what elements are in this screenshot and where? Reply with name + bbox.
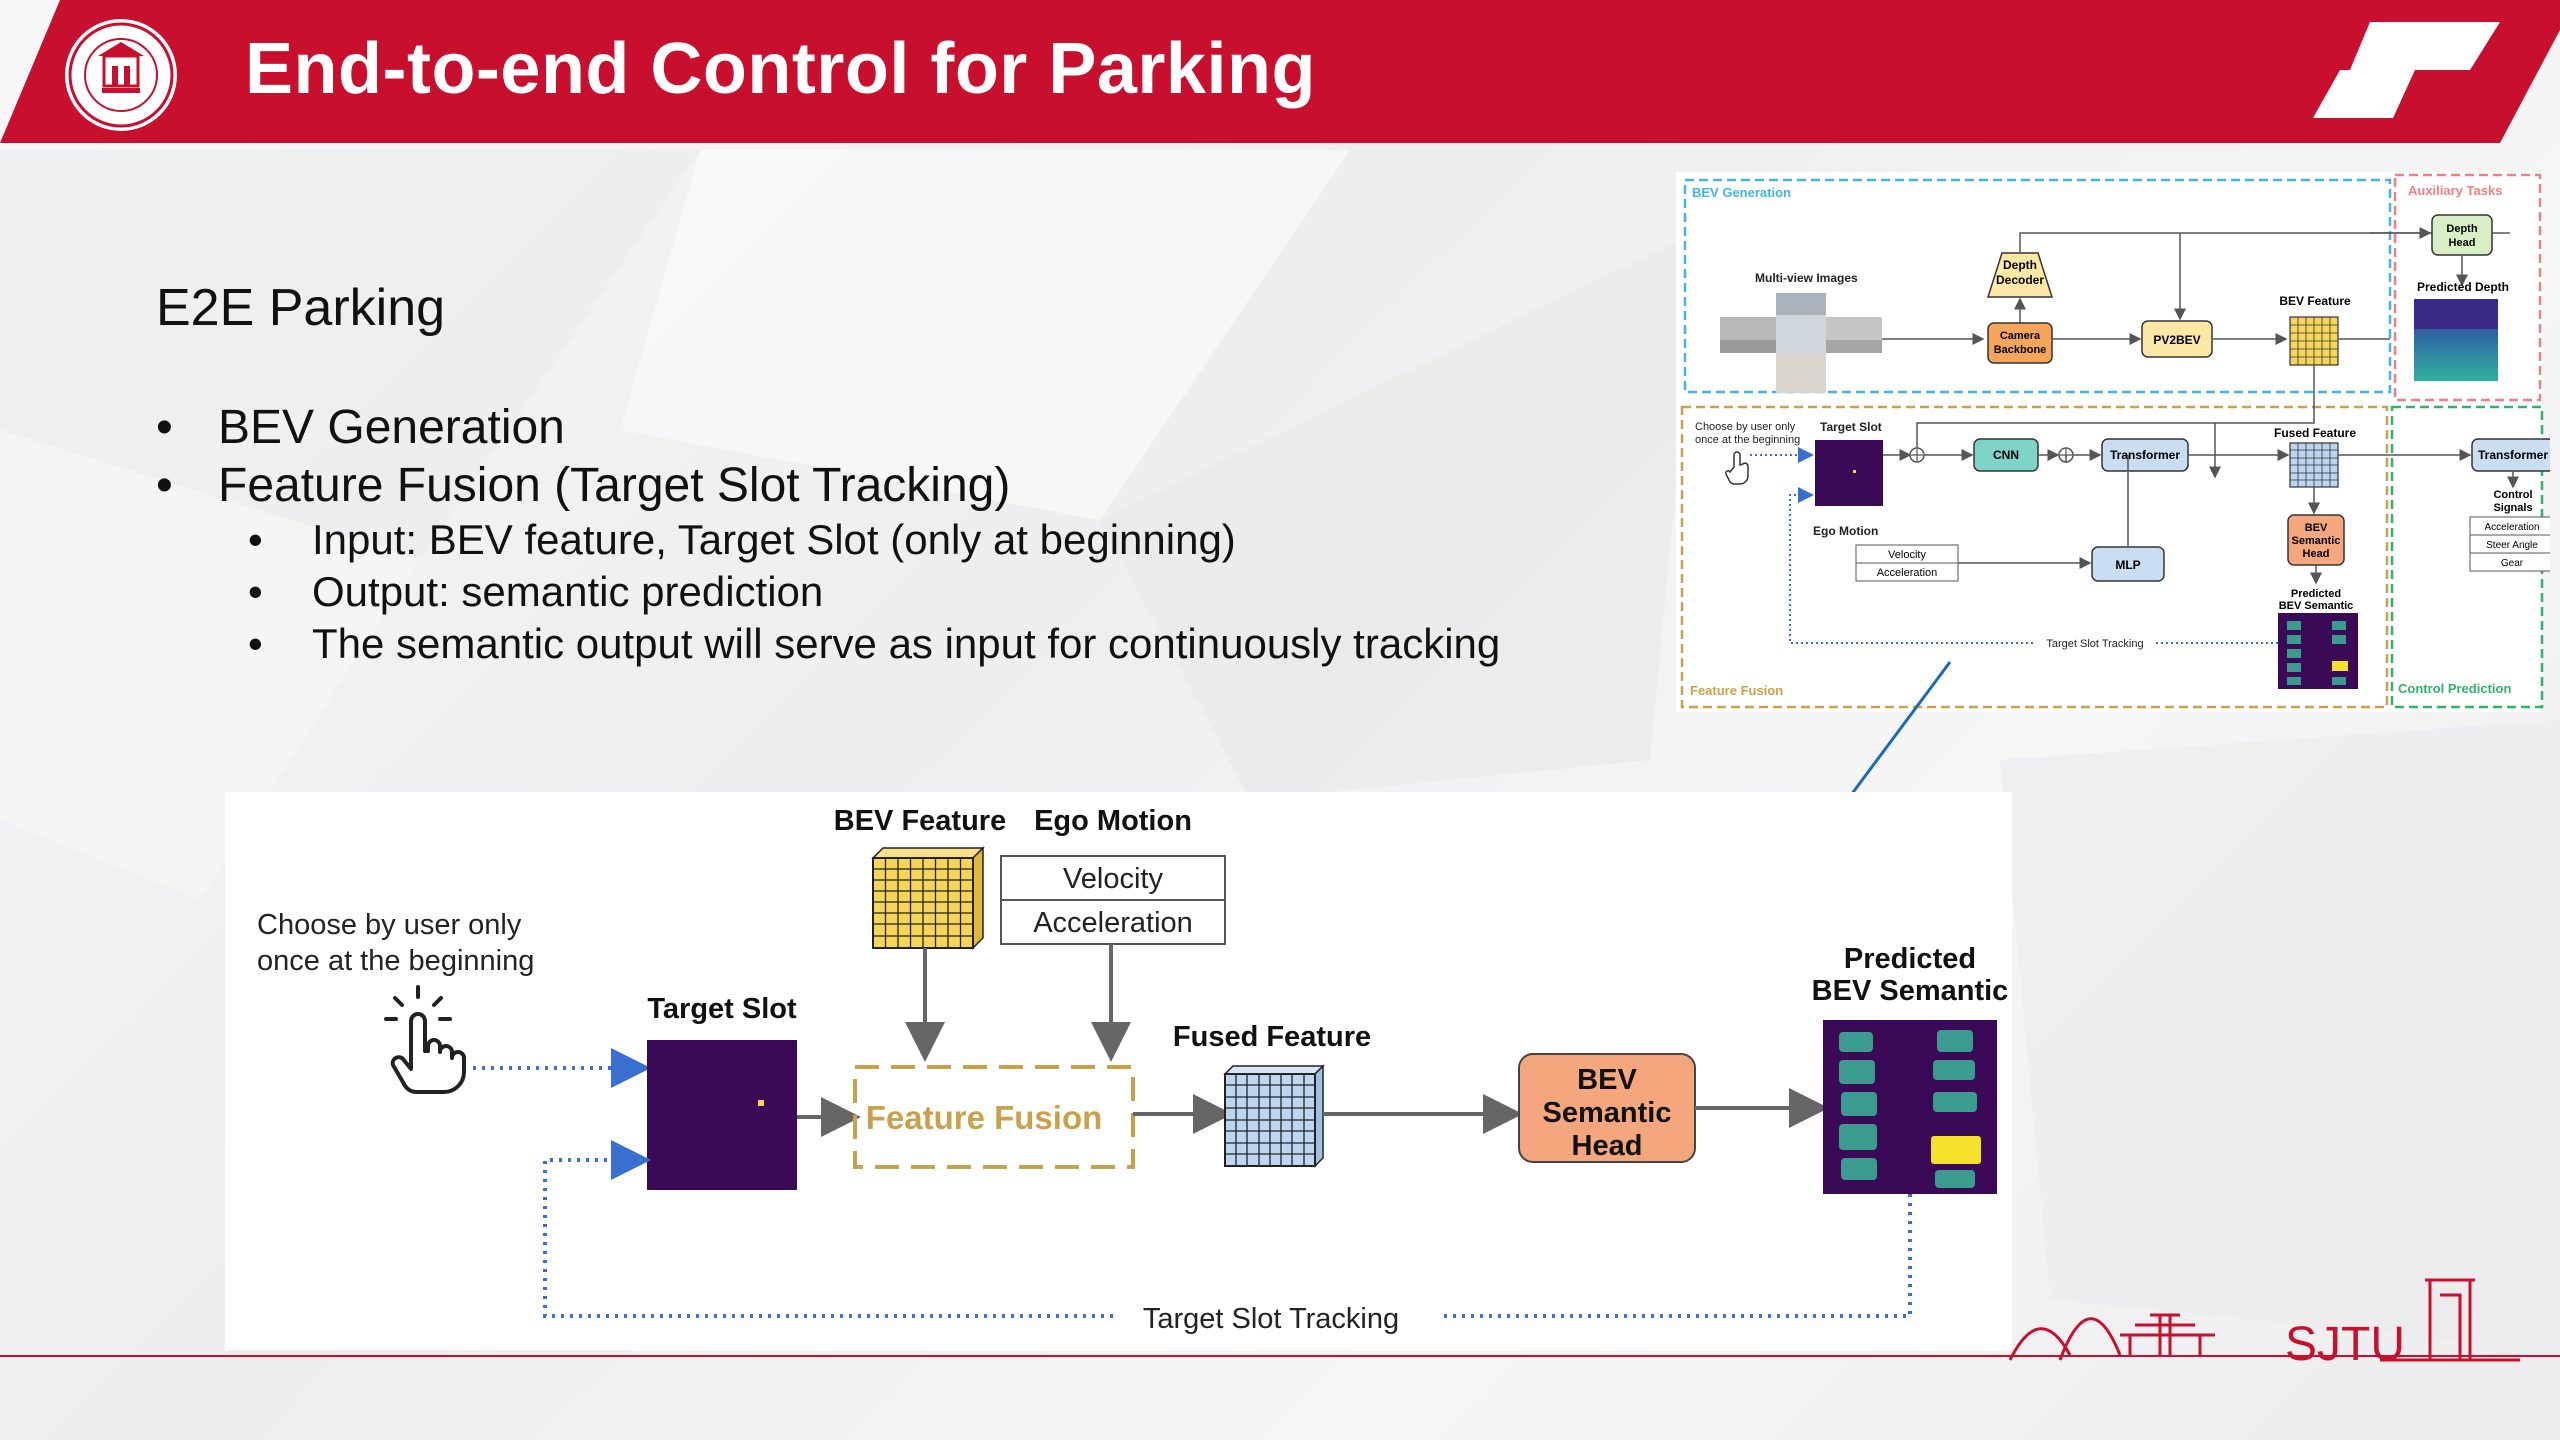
predicted-bev-semantic-label: Predicted [1844,943,1976,975]
bev-feature-label: BEV Feature [2279,294,2351,308]
depth-decoder-label: Depth [2003,258,2037,272]
predicted-bev-semantic-map [2278,613,2358,689]
overview-diagram: BEV Generation Auxiliary Tasks Feature F… [1680,173,2550,709]
bev-semantic-head-label: Head [2303,548,2330,560]
footer-line [0,1355,2560,1357]
auxiliary-tasks-frame [2393,173,2542,402]
hand-pointer-icon [384,985,466,1094]
detail-diagram: Choose by user only once at the beginnin… [257,805,2009,1335]
bev-feature-label: BEV Feature [834,805,1006,837]
control-signal-item: Acceleration [2484,522,2539,533]
header-bar [0,0,2560,143]
bev-semantic-head-label: BEV [2305,522,2328,534]
target-slot-map [1815,440,1883,506]
acceleration-cell [1000,899,1226,945]
camera-backbone-label: Camera [2000,330,2041,342]
camera-backbone-box [1987,322,2053,364]
transformer-label: Transformer [2110,448,2180,462]
control-signals-label: Signals [2493,502,2532,514]
pv2bev-label: PV2BEV [2153,333,2200,347]
university-seal-icon [65,19,177,131]
sjtu-gate-sketch-icon: SJTU [2008,1278,2520,1370]
depth-head-label: Depth [2446,223,2477,235]
bev-feature-grid-icon [2289,316,2339,366]
auxiliary-tasks-label: Auxiliary Tasks [2408,183,2502,198]
control-transformer-label: Transformer [2478,448,2548,462]
velocity-label: Velocity [1063,863,1163,895]
choose-note: once at the beginning [257,945,534,977]
target-slot-label: Target Slot [647,993,797,1025]
control-signal-item: Gear [2501,558,2524,569]
feature-fusion-box [853,1065,1135,1169]
bullet-item: Feature Fusion (Target Slot Tracking) [156,458,1656,516]
fused-feature-grid-icon [1223,1064,1325,1168]
depth-decoder-label: Decoder [1996,273,2044,287]
target-slot-label: Target Slot [1820,420,1882,434]
depth-head-box [2431,214,2493,256]
feature-fusion-frame [1680,405,2389,709]
bev-generation-label: BEV Generation [1692,185,1791,200]
sub-bullet-item: The semantic output will serve as input … [156,620,1656,672]
sub-bullet-item: Input: BEV feature, Target Slot (only at… [156,516,1656,568]
depth-decoder-box [1986,252,2054,298]
section-subtitle: E2E Parking [156,279,446,337]
velocity-label: Velocity [1888,549,1926,561]
bullet-list: BEV Generation Feature Fusion (Target Sl… [156,400,1656,672]
bev-feature-grid-icon [871,846,985,950]
control-signals-label: Control [2493,489,2532,501]
fused-feature-label: Fused Feature [2274,426,2356,440]
predicted-depth-map-icon [2414,299,2498,381]
target-slot-tracking-label: Target Slot Tracking [2046,638,2143,650]
multi-view-images-label: Multi-view Images [1755,271,1858,285]
acceleration-label: Acceleration [1033,907,1193,939]
bev-semantic-head-label: Semantic [1543,1097,1672,1129]
sjtu-brand-text: SJTU [2285,1318,2405,1370]
ego-motion-label: Ego Motion [1034,805,1192,837]
hand-pointer-icon [1725,451,1749,485]
bev-semantic-head-label: Semantic [2292,535,2341,547]
predicted-bev-semantic-label: BEV Semantic [1812,975,2009,1007]
control-signal-item: Steer Angle [2486,540,2538,551]
fused-feature-grid-icon [2289,442,2339,488]
feature-fusion-label: Feature Fusion [1690,683,1783,698]
target-slot-tracking-label: Target Slot Tracking [1143,1303,1399,1335]
bev-generation-frame [1683,178,2392,394]
acceleration-cell [1855,562,1959,582]
multi-view-images-icon [1720,293,1882,393]
choose-note: once at the beginning [1695,434,1800,446]
velocity-cell [1000,855,1226,901]
predicted-depth-label: Predicted Depth [2417,280,2509,294]
bev-semantic-head-label: BEV [1577,1064,1637,1096]
fused-feature-label: Fused Feature [1173,1021,1371,1053]
cnn-label: CNN [1993,448,2019,462]
predicted-bev-semantic-map [1823,1020,1997,1194]
control-prediction-label: Control Prediction [2398,681,2511,696]
sub-bullet-item: Output: semantic prediction [156,568,1656,620]
feature-fusion-label: Feature Fusion [866,1099,1103,1136]
ego-motion-label: Ego Motion [1813,524,1878,538]
bullet-item: BEV Generation [156,400,1656,458]
predicted-bev-semantic-label: BEV Semantic [2279,600,2354,612]
choose-note: Choose by user only [257,909,522,941]
acceleration-label: Acceleration [1877,567,1938,579]
target-slot-marker [758,1100,764,1106]
mlp-label: MLP [2115,558,2140,572]
target-slot-map [647,1040,797,1190]
camera-backbone-label: Backbone [1994,344,2047,356]
page-title: End-to-end Control for Parking [245,29,1316,109]
bev-semantic-head-label: Head [1572,1130,1643,1162]
depth-head-label: Head [2449,237,2476,249]
predicted-bev-semantic-label: Predicted [2291,588,2341,600]
choose-note: Choose by user only [1695,421,1796,433]
